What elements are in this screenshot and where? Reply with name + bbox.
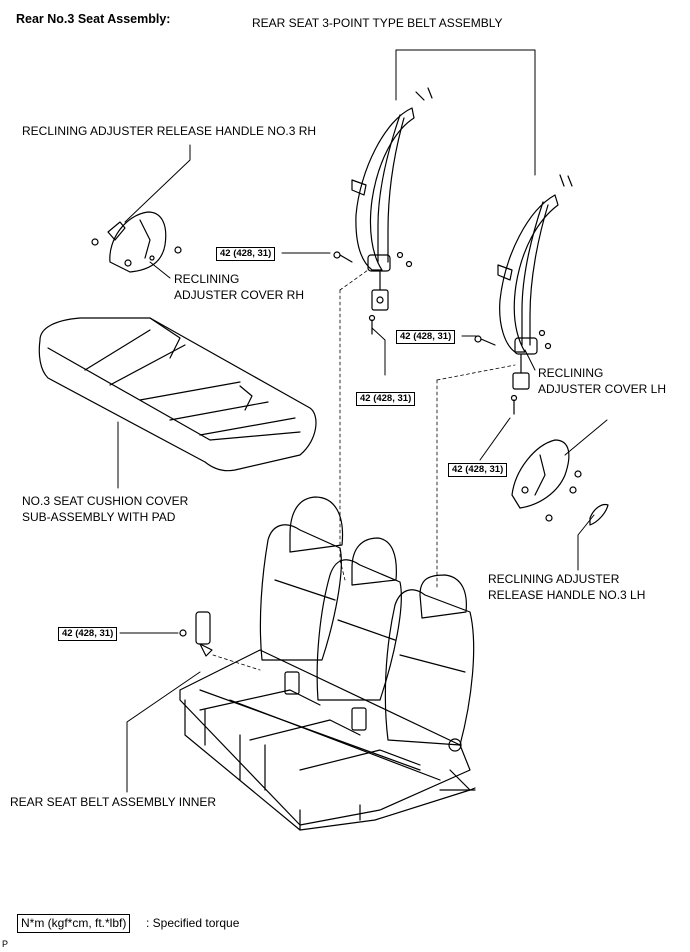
page-title: Rear No.3 Seat Assembly: <box>16 12 171 26</box>
label-belt-inner: REAR SEAT BELT ASSEMBLY INNER <box>10 795 217 809</box>
corner-code: P <box>2 939 9 949</box>
belt-rh <box>333 87 433 335</box>
cover-rh <box>91 211 182 273</box>
seat-cushion <box>38 317 317 472</box>
label-handle-lh-line1: RECLINING ADJUSTER <box>488 572 620 586</box>
label-cover-rh-line1: RECLINING <box>174 272 240 286</box>
label-rear-3pt-belt: REAR SEAT 3-POINT TYPE BELT ASSEMBLY <box>252 16 503 30</box>
label-cover-rh-line2: ADJUSTER COVER RH <box>174 288 305 302</box>
label-cover-lh-line1: RECLINING <box>538 366 604 380</box>
dashed-lines <box>212 269 516 671</box>
torque-spec-belt-lh-upper: 42 (428, 31) <box>396 330 456 344</box>
torque-spec-belt-rh-upper: 42 (428, 31) <box>216 247 276 261</box>
label-cushion-line2: SUB-ASSEMBLY WITH PAD <box>22 510 176 524</box>
torque-spec-belt-rh-lower: 42 (428, 31) <box>356 392 416 406</box>
leader-lines <box>117 49 608 793</box>
seat-assembly <box>179 496 476 831</box>
label-cushion-line1: NO.3 SEAT CUSHION COVER <box>22 494 189 508</box>
torque-spec-belt-lh-lower: 42 (428, 31) <box>448 463 508 477</box>
belt-lh <box>474 174 573 415</box>
cover-lh <box>511 439 609 526</box>
label-handle-rh: RECLINING ADJUSTER RELEASE HANDLE NO.3 R… <box>22 124 317 138</box>
torque-spec-belt-inner: 42 (428, 31) <box>58 627 118 641</box>
label-cover-lh-line2: ADJUSTER COVER LH <box>538 382 667 396</box>
legend-torque-units: N*m (kgf*cm, ft.*lbf) <box>17 914 131 933</box>
legend-torque-text: : Specified torque <box>146 916 240 930</box>
label-handle-lh-line2: RELEASE HANDLE NO.3 LH <box>488 588 646 602</box>
